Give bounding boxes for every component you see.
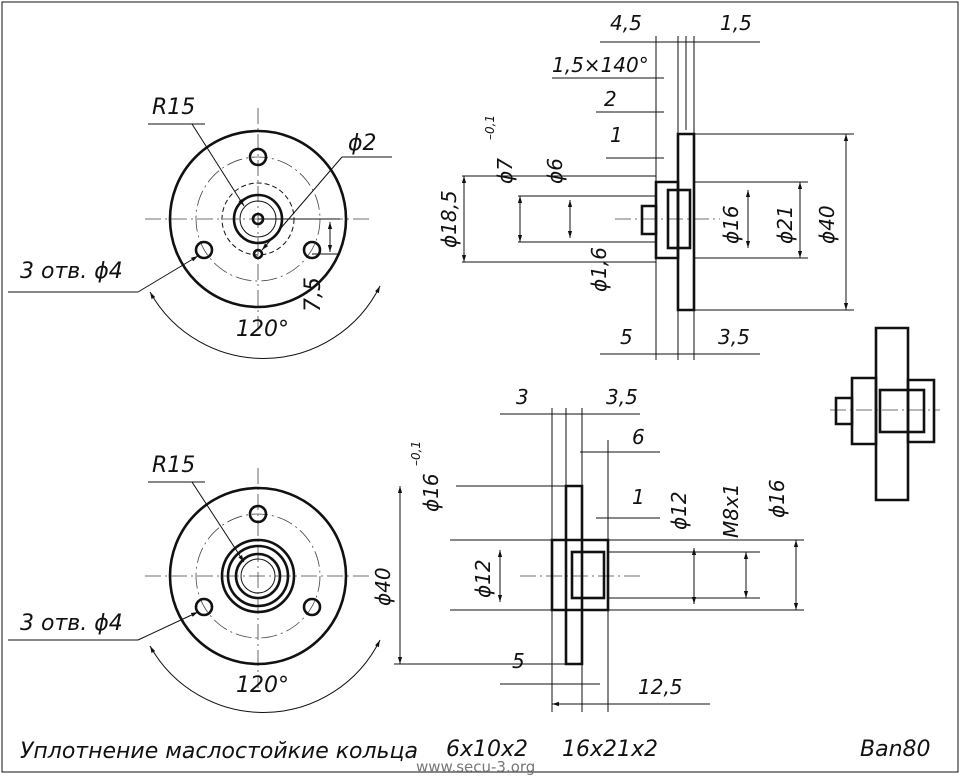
section-view-1: 4,5 1,5 1,5×140° 2 1 ϕ7 –0,1 ϕ6 ϕ18,5 ϕ1…	[437, 11, 854, 360]
view2-bore-circle	[234, 552, 282, 600]
s2-d1: 1	[632, 485, 645, 509]
section1-nozzle	[640, 204, 658, 236]
s2-phi40: ϕ40	[371, 567, 395, 606]
s2-phi16: ϕ16	[419, 473, 443, 512]
section2-hub	[550, 538, 610, 612]
s1-chamfer: 1,5×140°	[552, 53, 649, 77]
assembly-nozzle	[834, 396, 854, 426]
view2-bolt-circle	[195, 513, 321, 639]
view2-outer-circle	[168, 486, 348, 666]
s2-phi16-tol: –0,1	[409, 441, 423, 466]
view2-angle-label: 120°	[236, 673, 289, 698]
footer-watermark: www.secu-3.org	[416, 758, 535, 776]
s2-bottom-5: 5	[512, 649, 525, 673]
s2-phi12-left: ϕ12	[471, 559, 495, 598]
assembly-cap	[906, 378, 936, 444]
footer-author: Ban80	[860, 737, 931, 762]
assembly-section	[830, 326, 940, 502]
front-view-2: R15 3 отв. ϕ4 120°	[8, 453, 381, 713]
s1-bottom-35: 3,5	[718, 325, 750, 349]
view2-thread-circle	[240, 558, 276, 594]
s2-top-35: 3,5	[606, 385, 638, 409]
view2-r15-label: R15	[152, 453, 195, 478]
s2-bottom-125: 12,5	[638, 675, 683, 699]
section2-flange	[564, 484, 584, 666]
r15-leader	[191, 123, 245, 207]
s1-phi6: ϕ6	[543, 158, 567, 184]
view2-bolt-hole-left	[194, 597, 214, 617]
s1-top-15: 1,5	[720, 11, 752, 35]
view2-holes-label: 3 отв. ϕ4	[20, 611, 123, 636]
s2-top-3: 3	[516, 385, 529, 409]
s1-phi7-tol: –0,1	[483, 115, 497, 140]
view2-bolt-hole-right	[302, 597, 322, 617]
phi2-leader	[261, 156, 343, 251]
assembly-bore	[878, 388, 926, 434]
footer: Уплотнение маслостойкие кольца 6x10x2 16…	[20, 737, 931, 776]
section1-bore	[666, 188, 692, 250]
angle-arc	[149, 285, 381, 359]
assembly-hub	[850, 376, 878, 446]
s1-phi7: ϕ7	[493, 158, 517, 184]
s2-d6: 6	[632, 425, 645, 449]
s1-d1: 1	[610, 123, 623, 147]
outer-flange-circle	[168, 129, 348, 309]
footer-caption: Уплотнение маслостойкие кольца	[20, 739, 418, 764]
holes-label: 3 отв. ϕ4	[20, 259, 123, 284]
view2-bolt-hole-top	[248, 504, 268, 524]
r15-label: R15	[152, 95, 195, 120]
dim75-label: 7,5	[301, 277, 326, 312]
phi2-label: ϕ2	[348, 131, 377, 156]
small-hole	[252, 248, 264, 260]
footer-size2: 16x21x2	[562, 737, 658, 762]
s1-top-45: 4,5	[610, 11, 642, 35]
bolt-hole-left	[194, 240, 214, 260]
footer-size1: 6x10x2	[446, 737, 528, 762]
angle-label: 120°	[236, 317, 289, 342]
s1-d2: 2	[604, 87, 617, 111]
s1-phi16small: ϕ1,6	[587, 247, 611, 292]
s1-phi21: ϕ21	[773, 205, 797, 244]
view2-hub-inner	[226, 544, 290, 608]
s1-phi16: ϕ16	[719, 205, 743, 244]
view2-hub-circle	[220, 538, 296, 614]
section2-bore	[570, 550, 606, 600]
bolt-hole-top	[248, 147, 268, 167]
view2-holes-leader	[137, 611, 199, 641]
front-view-1: R15 ϕ2 3 отв. ϕ4 7,5 120°	[8, 95, 392, 359]
section1-flange	[676, 132, 696, 312]
section-view-2: 3 3,5 6 1 ϕ16 –0,1 ϕ40 ϕ12 ϕ12 M8x1 ϕ16	[371, 385, 804, 712]
s1-bottom-5: 5	[620, 325, 633, 349]
s2-phi12-right: ϕ12	[667, 491, 691, 530]
s2-phi16-right: ϕ16	[765, 479, 789, 518]
view2-r15-leader	[191, 481, 245, 563]
holes-leader	[137, 255, 199, 293]
s1-phi185: ϕ18,5	[437, 190, 461, 248]
s2-m8: M8x1	[719, 483, 743, 538]
s1-phi40: ϕ40	[815, 205, 839, 244]
view2-angle-arc	[149, 639, 381, 713]
bolt-hole-right	[302, 240, 322, 260]
